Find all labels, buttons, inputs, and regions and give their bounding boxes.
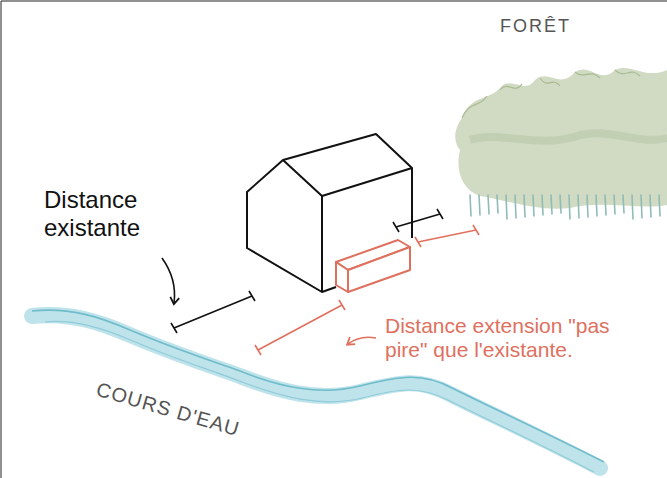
tree-trunk [605,195,606,215]
tree-trunk [560,195,561,213]
tree-trunk [569,195,570,219]
tree-trunk [533,195,534,216]
area-name: COURS D'EAU [94,378,243,441]
tree-trunk [587,195,588,217]
tree-trunk [542,195,543,215]
tree-trunk [551,195,552,214]
tree-trunk [515,195,516,218]
tree-trunk [641,195,642,218]
tree-trunk [497,195,498,213]
forest [455,68,667,219]
tree-trunk [650,195,651,217]
existing-note: Distance existante [44,186,169,241]
extension [336,240,410,292]
tree-trunk [623,195,624,213]
tree-trunk [488,195,489,214]
tree-trunk [578,195,579,218]
tree-trunk [506,195,507,219]
tree-trunk [479,195,480,215]
tree-trunk [614,195,615,214]
tree-trunk [524,195,525,217]
tree-trunk [470,195,471,216]
house [247,134,412,292]
tree-trunk [659,195,660,216]
tree-trunk [632,195,633,219]
area-name: FORÊT [500,16,571,37]
tree-trunk [596,195,597,216]
extension-note: Distance extension "pas pire" que l'exis… [385,314,655,362]
